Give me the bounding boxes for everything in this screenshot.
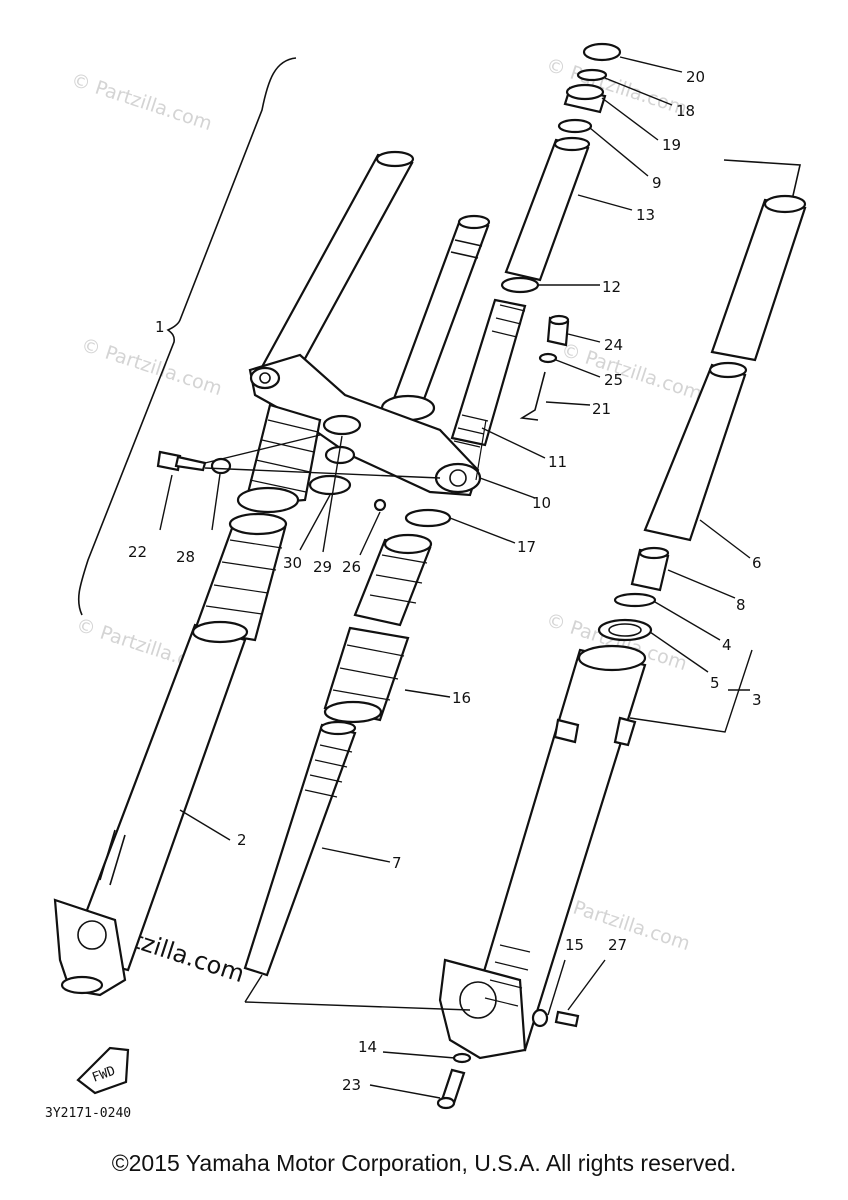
callout-11: 11 [548, 453, 567, 471]
callout-numbers: 1 2 3 4 5 6 7 8 9 10 11 12 13 14 15 16 1… [128, 68, 762, 1094]
left-fork-assembly [53, 150, 491, 997]
callout-3: 3 [752, 691, 762, 709]
watermark: © Partzilla.com [558, 339, 704, 405]
diagram-code: 3Y2171-0240 [45, 1106, 131, 1121]
callout-19: 19 [662, 136, 681, 154]
callout-27: 27 [608, 936, 627, 954]
callout-10: 10 [532, 494, 551, 512]
center-parts [243, 42, 622, 977]
watermark: © Partzilla.com [68, 69, 214, 135]
callout-7: 7 [392, 854, 402, 872]
callout-16: 16 [452, 689, 471, 707]
callout-21: 21 [592, 400, 611, 418]
callout-2: 2 [237, 831, 247, 849]
callout-17: 17 [517, 538, 536, 556]
callout-5: 5 [710, 674, 720, 692]
callout-29: 29 [313, 558, 332, 576]
callout-14: 14 [358, 1038, 377, 1056]
fwd-arrow: FWD [76, 1046, 130, 1095]
callout-1: 1 [155, 318, 165, 336]
callout-9: 9 [652, 174, 662, 192]
callout-28: 28 [176, 548, 195, 566]
callout-26: 26 [342, 558, 361, 576]
callout-15: 15 [565, 936, 584, 954]
callout-24: 24 [604, 336, 623, 354]
callout-25: 25 [604, 371, 623, 389]
callout-30: 30 [283, 554, 302, 572]
watermark: © Partzilla.com [543, 54, 689, 120]
callout-13: 13 [636, 206, 655, 224]
callout-22: 22 [128, 543, 147, 561]
watermark: © Partzilla.com [78, 334, 224, 400]
callout-23: 23 [342, 1076, 361, 1094]
callout-8: 8 [736, 596, 746, 614]
callout-12: 12 [602, 278, 621, 296]
right-fork-assembly [436, 159, 807, 1110]
assembly-bracket [77, 57, 297, 616]
callout-20: 20 [686, 68, 705, 86]
callout-6: 6 [752, 554, 762, 572]
callout-18: 18 [676, 102, 695, 120]
leader-lines [159, 56, 753, 1099]
callout-4: 4 [722, 636, 732, 654]
copyright-notice: ©2015 Yamaha Motor Corporation, U.S.A. A… [111, 1150, 737, 1176]
